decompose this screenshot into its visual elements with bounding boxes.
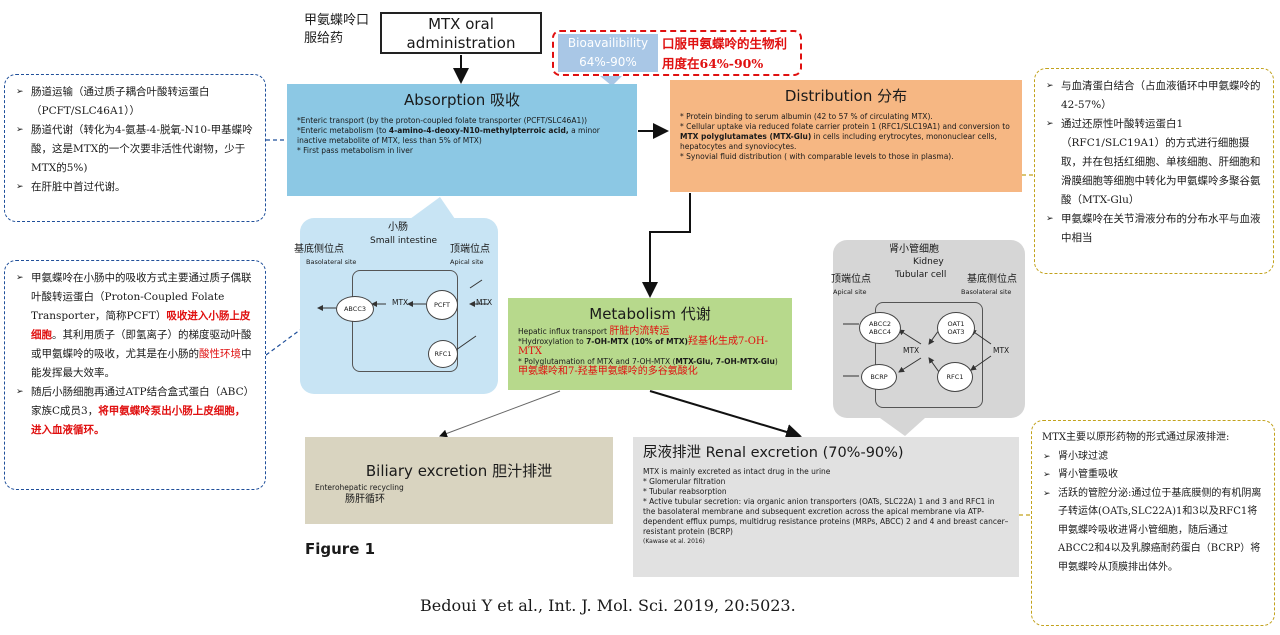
citation: Bedoui Y et al., Int. J. Mol. Sci. 2019,…	[420, 596, 796, 615]
note4-heading: MTX主要以原形药物的形式通过尿液排泄:	[1042, 432, 1230, 443]
metabolism-title: Metabolism 代谢	[589, 305, 711, 323]
bioavailability-cn: 口服甲氨蝶呤的生物利用度在64%-90%	[662, 36, 788, 71]
arrow-metabolism-to-biliary	[439, 390, 561, 438]
pcft-transporter: PCFT	[426, 290, 458, 320]
distribution-panel: Distribution 分布 * Protein binding to ser…	[670, 80, 1022, 192]
bio-en-line1: Bioavailibility	[567, 36, 649, 50]
rfc1-transporter: RFC1	[428, 340, 458, 368]
distribution-line3: * Synovial fluid distribution ( with com…	[680, 152, 954, 161]
biliary-panel: Biliary excretion 胆汁排泄 Enterohepatic rec…	[305, 437, 613, 524]
kidney-title-en1: Kidney	[913, 257, 944, 267]
note-renal-cn: MTX主要以原形药物的形式通过尿液排泄: 肾小球过滤 肾小管重吸收 活跃的管腔分…	[1031, 420, 1275, 626]
note1-item-2: 肠道代谢（转化为4-氨基-4-脱氧-N10-甲基蝶呤酸，这是MTX的一个次要非活…	[16, 121, 255, 178]
note3-item-1: 与血清蛋白结合（占血液循环中甲氨蝶呤的42-57%）	[1046, 77, 1263, 115]
intestine-apical-en: Apical site	[450, 258, 484, 266]
figure-label: Figure 1	[305, 540, 376, 558]
metabolism-panel: Metabolism 代谢 Hepatic influx transport 肝…	[508, 298, 792, 390]
note4-item-1: 肾小球过滤	[1043, 448, 1264, 467]
note1-item-3: 在肝脏中首过代谢。	[16, 178, 255, 197]
distribution-title: Distribution 分布	[784, 87, 908, 105]
kidney-rfc1-transporter: RFC1	[937, 362, 973, 392]
intestine-bubble: 小肠 Small intestine 基底侧位点 Basolateral sit…	[294, 218, 498, 394]
renal-citation: (Kawase et al. 2016)	[643, 538, 705, 545]
kidney-apical-cn: 顶端位点	[831, 274, 871, 285]
note4-item-2: 肾小管重吸收	[1043, 466, 1264, 485]
intestine-baso-cn: 基底侧位点	[294, 244, 344, 255]
note4-item-3: 活跃的管腔分泌:通过位于基底膜侧的有机阴离子转运体(OATs,SLC22A)1和…	[1043, 485, 1264, 578]
biliary-title: Biliary excretion 胆汁排泄	[365, 462, 553, 480]
bioavailability-box: Bioavailibility 64%-90%	[558, 34, 658, 72]
intestine-mtx-inside: MTX	[392, 298, 409, 307]
abcc2-abcc4-transporter: ABCC2 ABCC4	[859, 312, 901, 344]
kidney-baso-en: Basolateral site	[961, 288, 1012, 296]
renal-line1: MTX is mainly excreted as intact drug in…	[643, 467, 831, 476]
kidney-bubble: 肾小管细胞 Kidney Tubular cell 顶端位点 Apical si…	[831, 240, 1025, 418]
distribution-line1: * Protein binding to serum albumin (42 t…	[680, 112, 933, 121]
absorption-line1: *Enteric transport (by the proton-couple…	[297, 116, 588, 125]
kidney-title-cn: 肾小管细胞	[889, 244, 939, 255]
bcrp-transporter: BCRP	[861, 364, 897, 390]
kidney-mtx-outside: MTX	[993, 346, 1010, 355]
renal-line3: * Tubular reabsorption	[643, 487, 727, 496]
kidney-title-en2: Tubular cell	[895, 270, 947, 280]
note2-item-1: 甲氨蝶呤在小肠中的吸收方式主要通过质子偶联叶酸转运蛋白（Proton-Coupl…	[16, 269, 255, 383]
renal-line2: * Glomerular filtration	[643, 477, 726, 486]
note3-item-2: 通过还原性叶酸转运蛋白1（RFC1/SLC19A1）的方式进行细胞摄取，并在包括…	[1046, 115, 1263, 210]
oat1-oat3-transporter: OAT1 OAT3	[937, 312, 975, 344]
distribution-line2: * Cellular uptake via reduced folate car…	[680, 122, 1010, 151]
arrow-distribution-to-metabolism	[642, 193, 691, 298]
note2-item-2: 随后小肠细胞再通过ATP结合盒式蛋白（ABC）家族C成员3，将甲氨蝶呤泵出小肠上…	[16, 383, 255, 440]
kidney-mtx-inside: MTX	[903, 346, 920, 355]
kidney-baso-cn: 基底侧位点	[967, 274, 1017, 285]
note-intestine-cn: 甲氨蝶呤在小肠中的吸收方式主要通过质子偶联叶酸转运蛋白（Proton-Coupl…	[4, 260, 266, 490]
absorption-title: Absorption 吸收	[404, 91, 520, 109]
note3-item-3: 甲氨蝶呤在关节滑液分布的分布水平与血液中相当	[1046, 210, 1263, 248]
bubble-pointer-intestine	[410, 197, 455, 219]
intestine-title-en: Small intestine	[370, 236, 438, 246]
mtx-oral-box: MTX oral administration	[380, 12, 542, 54]
kidney-apical-en: Apical site	[833, 288, 867, 296]
note-distribution-cn: 与血清蛋白结合（占血液循环中甲氨蝶呤的42-57%） 通过还原性叶酸转运蛋白1（…	[1034, 68, 1274, 274]
renal-title: 尿液排泄 Renal excretion (70%-90%)	[643, 445, 904, 461]
absorption-line2: *Enteric metabolism (to 4-amino-4-deoxy-…	[297, 126, 600, 145]
biliary-line1-cn: 肠肝循环	[345, 494, 385, 505]
biliary-line1: Enterohepatic recycling	[315, 483, 404, 492]
kidney-cell	[875, 302, 983, 408]
note1-item-1: 肠道运输（通过质子耦合叶酸转运蛋白（PCFT/SLC46A1））	[16, 83, 255, 121]
bio-en-line2: 64%-90%	[579, 55, 637, 69]
intestine-mtx-outside: MTX	[476, 298, 493, 307]
intestine-arrows	[317, 279, 488, 351]
metabolism-line3: * Polyglutamation of MTX and 7-OH-MTX (M…	[518, 357, 778, 377]
callout-line-n2	[265, 329, 301, 356]
metabolism-line1: Hepatic influx transport 肝脏内流转运	[518, 326, 670, 337]
absorption-line3: * First pass metabolism in liver	[297, 146, 413, 155]
intestine-baso-en: Basolateral site	[306, 258, 357, 266]
oral-admin-cn: 甲氨蝶呤口服给药	[304, 13, 370, 46]
arrow-metabolism-to-renal	[649, 390, 802, 440]
abcc3-transporter: ABCC3	[336, 296, 374, 322]
bubble-pointer-kidney	[880, 418, 925, 436]
absorption-panel: Absorption 吸收 *Enteric transport (by the…	[287, 84, 637, 196]
bio-pointer	[600, 76, 622, 86]
metabolism-line2: *Hydroxylation to 7-OH-MTX (10% of MTX)羟…	[518, 336, 769, 357]
renal-line4: * Active tubular secretion: via organic …	[643, 497, 1009, 536]
intestine-apical-cn: 顶端位点	[450, 244, 490, 255]
renal-panel: 尿液排泄 Renal excretion (70%-90%) MTX is ma…	[633, 437, 1019, 577]
bioavailability-frame	[552, 30, 802, 76]
note-absorption-cn: 肠道运输（通过质子耦合叶酸转运蛋白（PCFT/SLC46A1）） 肠道代谢（转化…	[4, 74, 266, 222]
intestine-title-cn: 小肠	[388, 222, 408, 233]
